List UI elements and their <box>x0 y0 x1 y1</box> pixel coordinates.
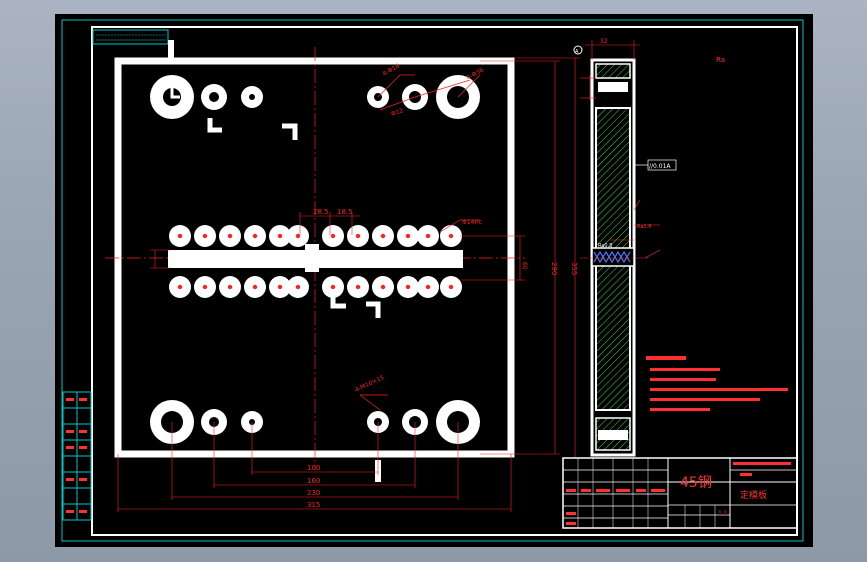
svg-text:Φ12: Φ12 <box>390 107 404 118</box>
cavity-center-mark <box>405 284 411 290</box>
svg-text:Ra: Ra <box>716 56 725 64</box>
dim-230: 230 <box>307 489 320 497</box>
dim-315: 315 <box>307 501 320 509</box>
svg-text:A: A <box>575 49 579 55</box>
cavity-center-mark <box>202 284 208 290</box>
cavity-center-mark <box>380 284 386 290</box>
cavity-center-mark <box>227 233 233 239</box>
cavity-center-mark <box>295 284 301 290</box>
cavity-center-mark <box>277 284 283 290</box>
dim-290: 290 <box>550 262 558 275</box>
cavity-center-mark <box>277 233 283 239</box>
side-section-view: 32 A //0.01A Ra1.6 Ra0.8 Ra <box>573 38 725 457</box>
svg-text:Ra1.6: Ra1.6 <box>637 224 651 230</box>
cavity-row <box>168 225 463 298</box>
cavity-center-mark <box>448 233 454 239</box>
cavity-center-mark <box>330 284 336 290</box>
guide-holes <box>150 75 480 444</box>
cavity-center-mark <box>202 233 208 239</box>
left-revision-strip <box>62 391 92 521</box>
cavity-center-mark <box>177 284 183 290</box>
dim-32: 32 <box>600 38 608 45</box>
cavity-center-mark <box>425 284 431 290</box>
scale-label: 1:1 <box>718 510 728 517</box>
part-name-label: 定模板 <box>740 489 767 501</box>
svg-text:Ra0.8: Ra0.8 <box>598 243 612 249</box>
dim-28-5: 28.5 <box>313 208 329 216</box>
cavity-center-mark <box>252 284 258 290</box>
cavity-center-mark <box>355 233 361 239</box>
dim-18-5: 18.5 <box>337 208 353 216</box>
cavity-center-mark <box>425 233 431 239</box>
material-label: 45钢 <box>680 475 712 491</box>
cavity-center-mark <box>177 233 183 239</box>
dim-60: 60 <box>521 262 528 270</box>
dim-355: 355 <box>570 262 578 275</box>
cavity-center-mark <box>227 284 233 290</box>
front-view: 4-Φ16 4-Φ36 Φ12 4-M10×15 Φ14Hc 28.5 18.5 <box>105 40 580 512</box>
technical-requirements <box>646 356 788 411</box>
cavity-center-mark <box>252 233 258 239</box>
corner-box <box>92 29 169 45</box>
dim-160: 160 <box>307 477 320 485</box>
title-block: 45钢 定模板 1:1 <box>562 457 798 529</box>
outer-frame <box>61 19 804 542</box>
cavity-center-mark <box>330 233 336 239</box>
cavity-center-mark <box>405 233 411 239</box>
cavity-center-mark <box>295 233 301 239</box>
cavity-center-mark <box>355 284 361 290</box>
svg-text:Φ14Hc: Φ14Hc <box>462 219 482 226</box>
plate-outline <box>114 57 515 458</box>
cavity-center-mark <box>380 233 386 239</box>
cavity-center-mark <box>448 284 454 290</box>
inner-frame <box>91 26 798 536</box>
tolerance-frame: //0.01A <box>649 163 671 170</box>
dim-100: 100 <box>307 464 320 472</box>
